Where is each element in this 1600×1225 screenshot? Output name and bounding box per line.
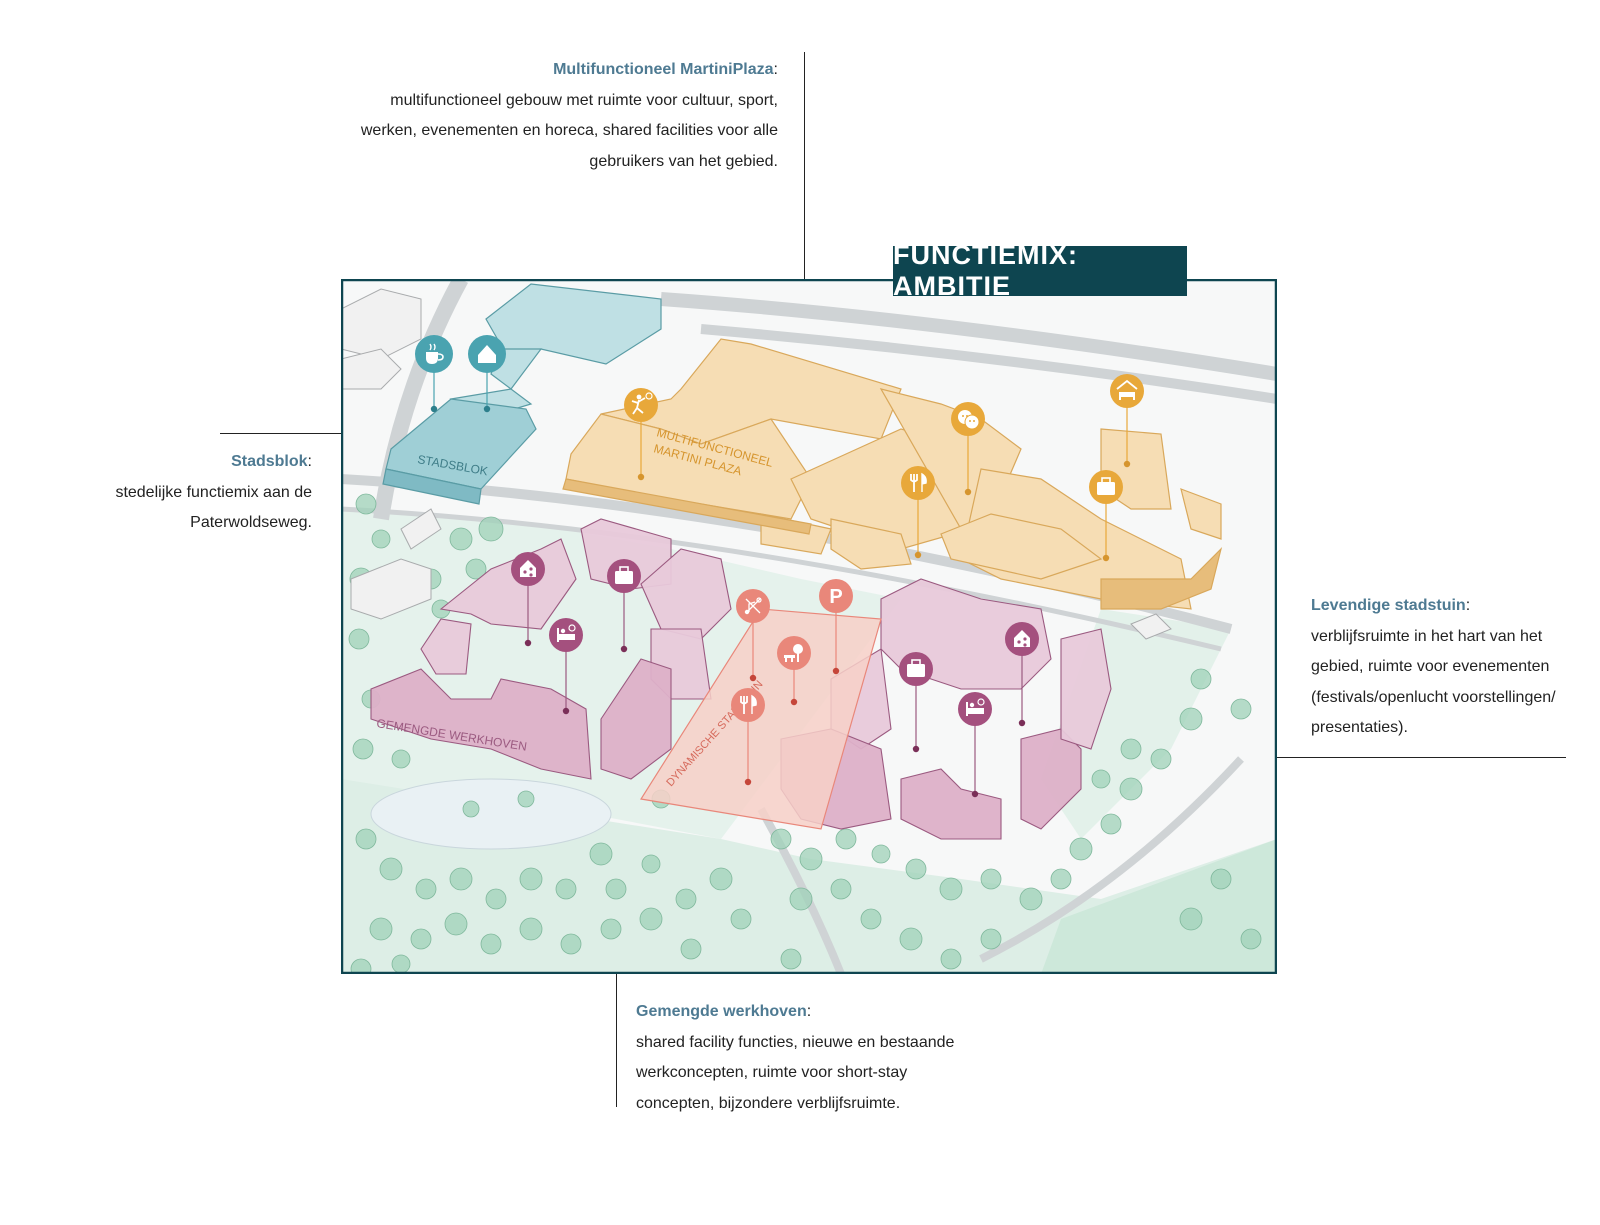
annotation-stadsblok: Stadsblok: stedelijke functiemix aan de … xyxy=(12,447,312,539)
theater-icon xyxy=(951,402,985,436)
annotation-werkhoven-heading: Gemengde werkhoven xyxy=(636,1003,807,1020)
annotation-werkhoven-line-2: werkconcepten, ruimte voor short-stay xyxy=(636,1064,908,1081)
site-map: STADSBLOK MULTIFUNCTIONEEL MARTINI PLAZA xyxy=(341,279,1277,974)
annotation-stadsblok-heading: Stadsblok xyxy=(231,453,308,470)
pond xyxy=(370,778,612,850)
annotation-martiniplaza-heading: Multifunctioneel MartiniPlaza xyxy=(553,61,774,78)
parking-label: P xyxy=(829,586,842,608)
annotation-werkhoven: Gemengde werkhoven: shared facility func… xyxy=(636,997,1056,1119)
annotation-stadstuin-line-3: (festivals/openlucht voorstellingen/ xyxy=(1311,688,1556,706)
trees xyxy=(348,493,1262,974)
house-icon xyxy=(468,335,506,373)
sport-icon xyxy=(624,388,658,422)
annotation-stadstuin: Levendige stadstuin: verblijfsruimte in … xyxy=(1311,591,1596,744)
annotation-stadstuin-heading: Levendige stadstuin xyxy=(1311,597,1466,614)
annotation-stadstuin-line-1: verblijfsruimte in het hart van het xyxy=(1311,627,1543,645)
annotation-martiniplaza-line-3: gebruikers van het gebied. xyxy=(589,152,778,170)
house-share-icon xyxy=(1005,622,1039,656)
annotation-stadsblok-line-2: Paterwoldseweg. xyxy=(190,514,312,531)
hotel-icon xyxy=(1110,374,1144,408)
stadstuin-area xyxy=(640,608,882,830)
annotation-werkhoven-line-1: shared facility functies, nieuwe en best… xyxy=(636,1033,955,1051)
annotation-martiniplaza-line-2: werken, evenementen en horeca, shared fa… xyxy=(360,122,778,139)
annotation-stadstuin-line-2: gebied, ruimte voor evenementen xyxy=(1311,658,1550,675)
parking-icon: P xyxy=(819,579,853,613)
annotation-martiniplaza-line-1: multifunctioneel gebouw met ruimte voor … xyxy=(390,91,778,109)
annotation-stadstuin-line-4: presentaties). xyxy=(1311,719,1408,736)
annotation-stadsblok-line-1: stedelijke functiemix aan de xyxy=(115,483,312,501)
annotation-werkhoven-line-3: concepten, bijzondere verblijfsruimte. xyxy=(636,1094,901,1112)
briefcase-icon xyxy=(1089,470,1123,504)
restaurant-icon xyxy=(901,466,935,500)
werkhoven-buildings xyxy=(370,518,1112,840)
share-icon xyxy=(511,552,545,586)
briefcase-icon xyxy=(899,652,933,686)
annotation-martiniplaza: Multifunctioneel MartiniPlaza: multifunc… xyxy=(298,55,778,177)
existing-buildings xyxy=(341,288,1172,640)
martiniplaza-building xyxy=(562,338,1223,610)
music-icon xyxy=(736,589,770,623)
bench-icon xyxy=(777,636,811,670)
coffee-icon xyxy=(415,335,453,373)
page-title: FUNCTIEMIX: AMBITIE xyxy=(893,240,1187,301)
pin-feet xyxy=(430,405,1131,798)
restaurant-icon xyxy=(731,688,765,722)
briefcase-icon xyxy=(607,559,641,593)
bed-icon xyxy=(549,618,583,652)
leader-line-martiniplaza xyxy=(804,52,805,447)
stadsblok-building xyxy=(382,283,662,505)
bed-icon xyxy=(958,692,992,726)
